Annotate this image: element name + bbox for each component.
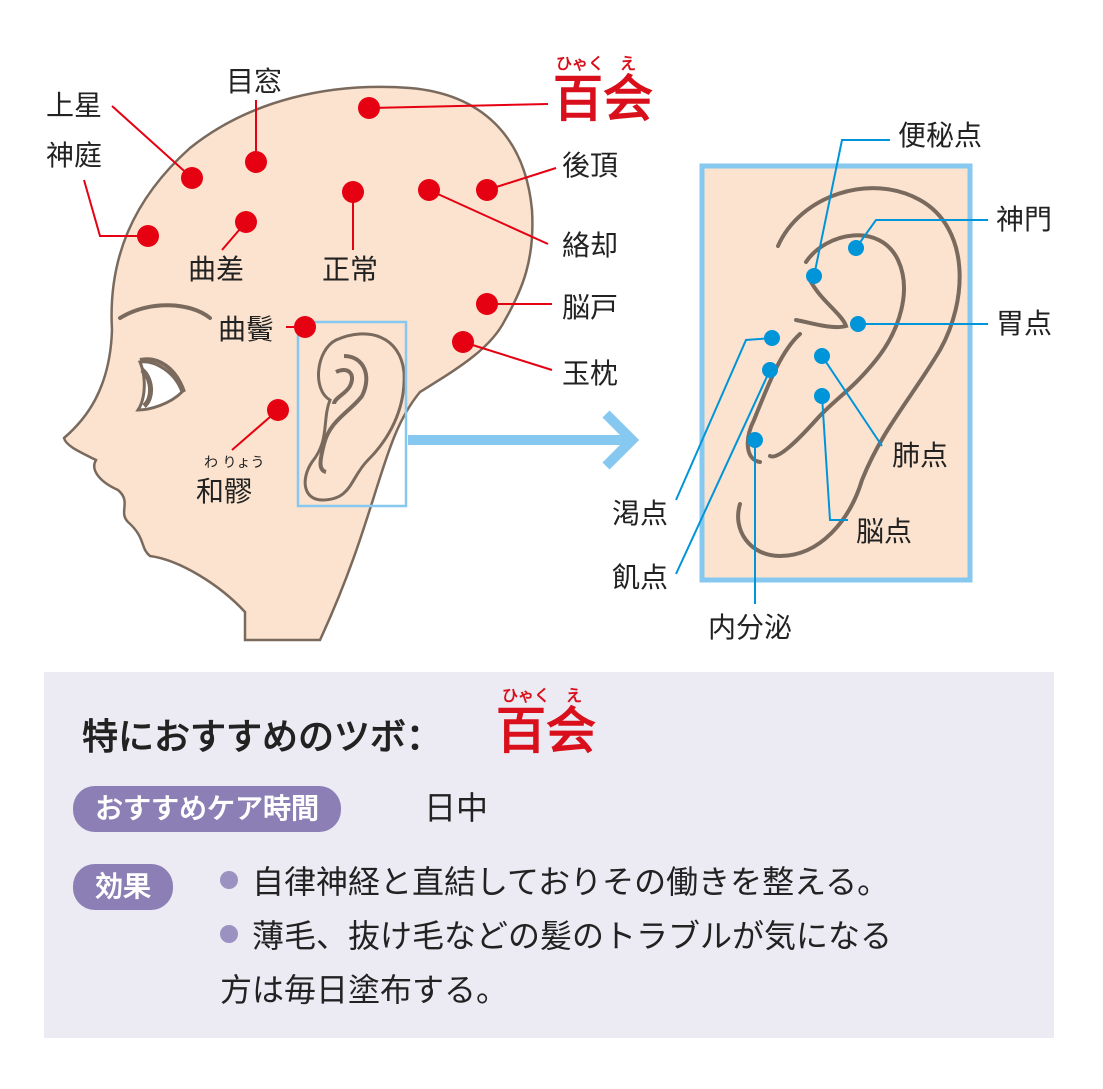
label-katsuten: 渇点 — [612, 497, 669, 530]
label-noko: 脳戸 — [562, 291, 619, 324]
point-josei — [181, 167, 203, 189]
arrow-head — [602, 410, 640, 470]
acupoint-diagram: ひゃく え 百会 上星 目窓 神庭 曲差 正常 後頂 絡却 脳戸 玉枕 曲鬢 わ… — [46, 54, 1053, 644]
ear-tragus — [745, 332, 802, 464]
label-iten: 胃点 — [996, 307, 1053, 340]
point-benpiten — [806, 268, 822, 284]
point-shintei — [137, 225, 159, 247]
label-haiten: 肺点 — [892, 439, 949, 472]
label-gocho: 後頂 — [562, 149, 619, 182]
effect-text-1: 自律神経と直結しておりその働きを整える。 — [252, 863, 890, 901]
point-nouten — [814, 388, 830, 404]
label-waryo: 和髎 — [196, 475, 253, 508]
head-ear-highlight-box — [296, 320, 408, 508]
eyebrow — [118, 303, 212, 320]
effect-item-2-cont: 方は毎日塗布する。 — [220, 974, 508, 1006]
label-kyokusa: 曲差 — [188, 253, 245, 286]
point-gyokuchin — [452, 331, 474, 353]
ear-points — [747, 240, 866, 448]
head-ear — [303, 332, 406, 502]
point-rakkyaku — [418, 179, 440, 201]
label-shinmon: 神門 — [996, 203, 1053, 236]
label-nouten: 脳点 — [856, 515, 913, 548]
label-mokuso: 目窓 — [226, 65, 283, 98]
label-seijo: 正常 — [322, 253, 379, 286]
point-mokuso — [245, 151, 267, 173]
panel-title-reading: ひゃく え — [502, 686, 583, 705]
ear-leader-lines — [675, 139, 988, 604]
label-hyakue: 百会 — [553, 70, 653, 128]
care-time-badge: おすすめケア時間 — [73, 786, 342, 832]
point-noko — [476, 293, 498, 315]
hyakue-reading: ひゃく え — [556, 54, 637, 73]
panel-title: 特におすすめのツボ： — [82, 717, 443, 758]
head-ear-fold — [332, 367, 355, 405]
bullet-dot — [220, 925, 238, 943]
panel-title-point: 百会 — [496, 702, 596, 760]
point-shinmon — [848, 240, 864, 256]
label-gyokuchin: 玉枕 — [562, 357, 619, 390]
recommendation-panel: ひゃく え 特におすすめのツボ： 百会 おすすめケア時間 日中 効果 自律神経と… — [44, 672, 1054, 1038]
ear-concha — [794, 278, 849, 330]
care-time-value: 日中 — [424, 789, 489, 827]
point-katsuten — [764, 330, 780, 346]
label-kyokubin: 曲鬢 — [218, 313, 275, 346]
waryo-reading: わ りょう — [204, 455, 265, 471]
effect-text-3: 方は毎日塗布する。 — [220, 971, 509, 1009]
eye-iris — [140, 368, 153, 408]
head-points — [137, 97, 498, 421]
bullet-dot — [220, 871, 238, 889]
label-josei: 上星 — [46, 89, 103, 122]
label-benpiten: 便秘点 — [898, 119, 983, 152]
point-iten — [850, 316, 866, 332]
point-naibunpi — [747, 432, 763, 448]
point-hyakue — [358, 97, 380, 119]
eyelash — [139, 357, 186, 393]
head-and-ear-illustration — [62, 85, 988, 642]
label-naibunpi: 内分泌 — [708, 611, 793, 644]
point-waryo — [267, 399, 289, 421]
effect-badge: 効果 — [73, 864, 174, 910]
point-haiten — [814, 348, 830, 364]
label-shintei: 神庭 — [46, 139, 103, 172]
point-kyokubin — [294, 316, 316, 338]
effect-item-2: 薄毛、抜け毛などの髪のトラブルが気になる — [220, 920, 892, 952]
effect-text-2: 薄毛、抜け毛などの髪のトラブルが気になる — [252, 917, 893, 955]
ear-outline — [736, 186, 962, 559]
ear-detail-box — [699, 163, 973, 583]
label-rakkyaku: 絡却 — [562, 229, 619, 262]
head-ear-inner — [318, 354, 369, 474]
point-gocho — [476, 179, 498, 201]
point-kyokusa — [235, 211, 257, 233]
point-kiten — [762, 362, 778, 378]
effect-item-1: 自律神経と直結しておりその働きを整える。 — [220, 866, 889, 898]
label-kiten: 飢点 — [612, 561, 669, 594]
point-seijo — [342, 181, 364, 203]
